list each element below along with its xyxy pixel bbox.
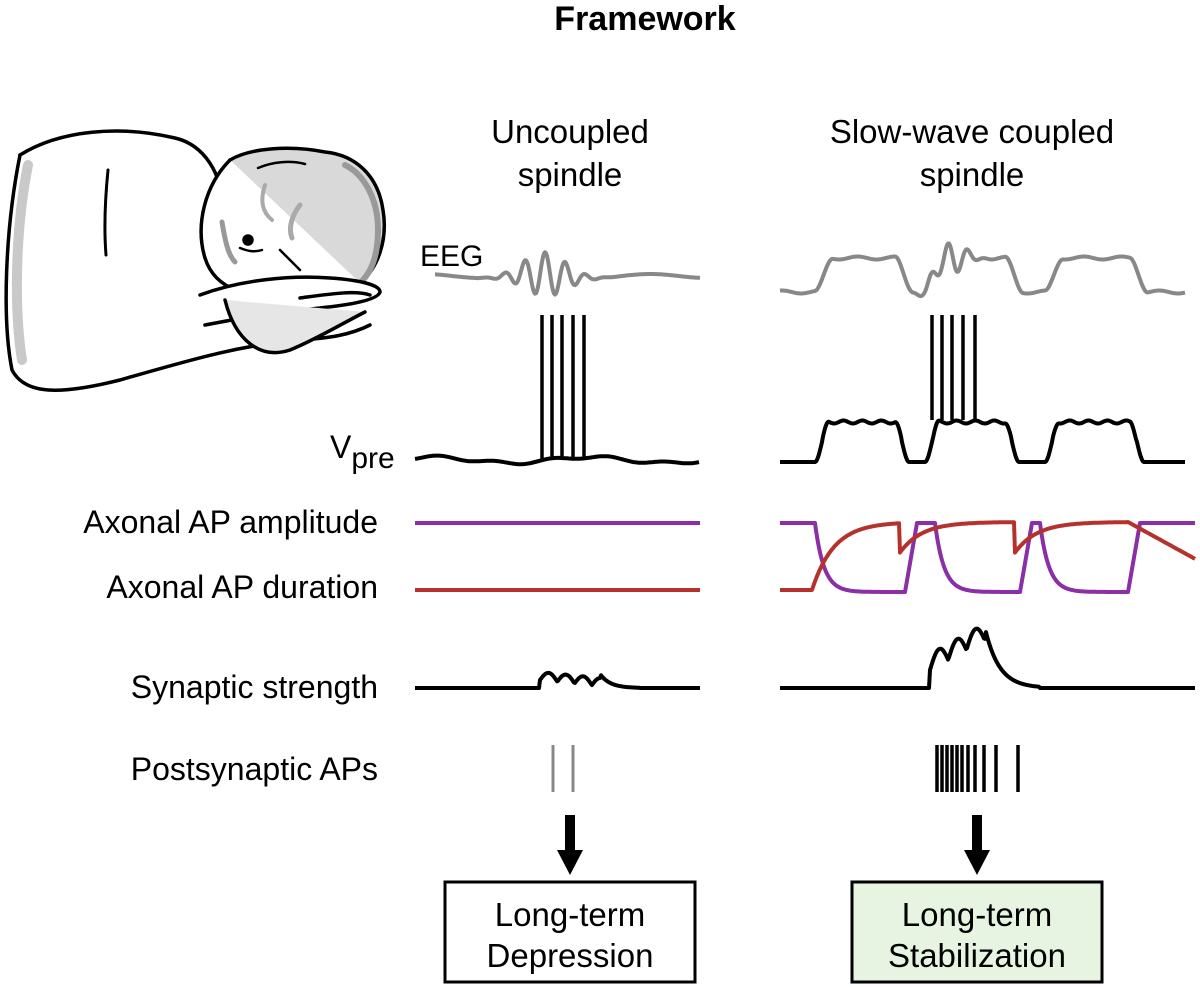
depression-box-line2: Depression xyxy=(487,937,654,974)
postsynaptic-spikes-uncoupled xyxy=(551,745,575,792)
synaptic-strength-label: Synaptic strength xyxy=(131,669,378,705)
vpre-label: Vpre xyxy=(330,429,395,475)
vpre-trace-coupled xyxy=(779,418,1186,464)
uncoupled-header-line2: spindle xyxy=(518,156,623,193)
vpre-label-main: V xyxy=(330,429,352,465)
stabilization-box xyxy=(850,880,1104,984)
stabilization-box-line1: Long-term xyxy=(902,896,1052,933)
arrow-down-icon-coupled xyxy=(964,815,990,875)
coupled-header-line1: Slow-wave coupled xyxy=(830,113,1114,150)
arrow-down-icon-uncoupled xyxy=(557,815,583,875)
stabilization-box-line2: Stabilization xyxy=(888,937,1066,974)
uncoupled-header-line1: Uncoupled xyxy=(491,113,649,150)
postsynaptic-spikes-coupled xyxy=(935,745,1020,792)
duration-trace-coupled xyxy=(779,520,1197,592)
presynaptic-spikes-uncoupled xyxy=(540,315,586,460)
synaptic-trace-uncoupled xyxy=(414,670,701,690)
axonal-ap-duration-label: Axonal AP duration xyxy=(106,569,378,605)
figure-title: Framework xyxy=(554,0,735,38)
vpre-label-subscript: pre xyxy=(351,442,394,475)
depression-box-line1: Long-term xyxy=(495,896,645,933)
sleeping-person-icon xyxy=(4,129,387,392)
eeg-trace-uncoupled xyxy=(434,250,701,297)
postsynaptic-aps-label: Postsynaptic APs xyxy=(131,751,378,787)
axonal-ap-amplitude-label: Axonal AP amplitude xyxy=(83,504,378,540)
vpre-trace-uncoupled xyxy=(414,453,700,467)
depression-box xyxy=(443,880,697,984)
synaptic-trace-coupled xyxy=(779,626,1196,690)
amplitude-trace-coupled xyxy=(779,521,1196,594)
eeg-trace-coupled xyxy=(779,241,1186,299)
eeg-label: EEG xyxy=(420,240,483,273)
presynaptic-spikes-coupled xyxy=(930,315,977,420)
coupled-header-line2: spindle xyxy=(920,156,1025,193)
